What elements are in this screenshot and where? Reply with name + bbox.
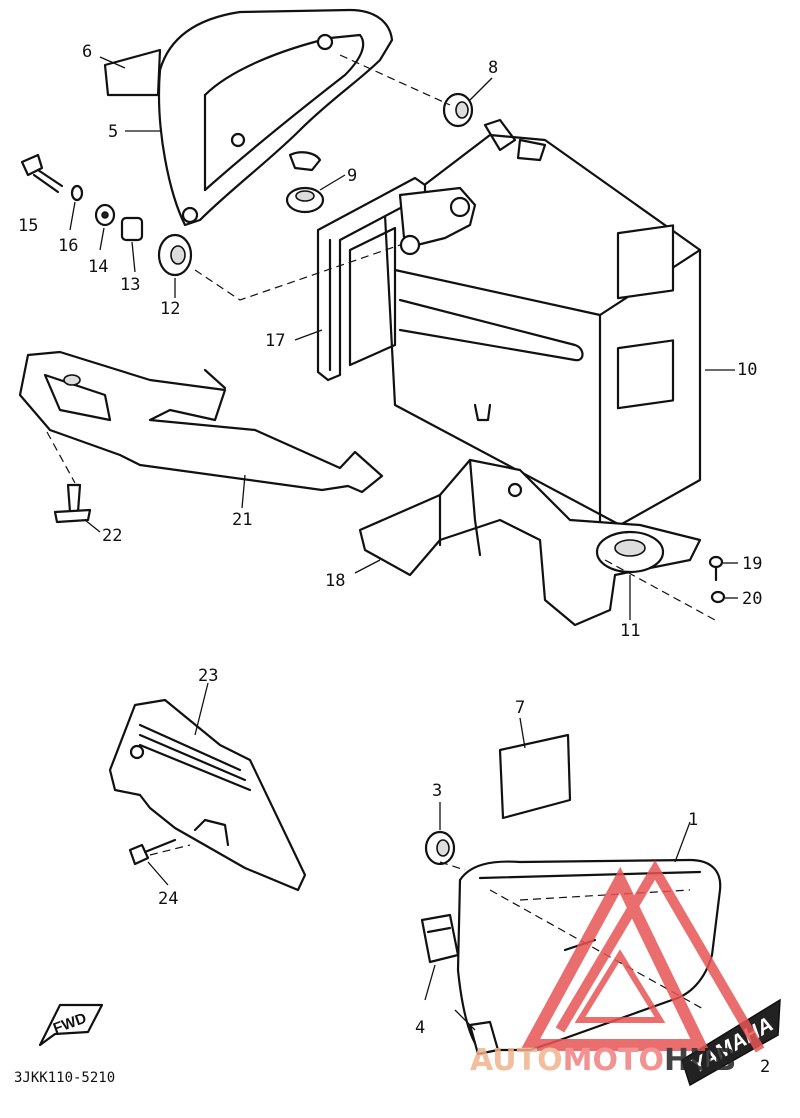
callout-18: 18 <box>325 571 345 591</box>
bolt-part-22 <box>53 483 92 524</box>
callout-17: 17 <box>265 331 285 351</box>
battery-box-part <box>383 118 702 527</box>
callout-11: 11 <box>620 621 640 641</box>
callout-14: 14 <box>88 257 108 277</box>
watermark-auto: AUTO <box>470 1043 563 1078</box>
grommet-part-12 <box>157 233 193 277</box>
grommet-part-11 <box>595 530 665 574</box>
callout-20: 20 <box>742 589 762 609</box>
label-part-7 <box>498 733 572 820</box>
grommet-part-8 <box>442 92 474 128</box>
callout-16: 16 <box>58 236 78 256</box>
callout-labels: 1 2 3 4 5 6 7 8 9 10 11 12 13 14 15 16 1… <box>18 42 770 1077</box>
battery-cover-part <box>157 8 394 227</box>
screw-part-19 <box>708 555 724 582</box>
callout-6: 6 <box>82 42 92 62</box>
nut-part-20 <box>710 590 726 604</box>
callout-15: 15 <box>18 216 38 236</box>
guard-part-23 <box>108 698 307 892</box>
callout-19: 19 <box>742 554 762 574</box>
bracket-part-17 <box>316 176 477 382</box>
callout-21: 21 <box>232 510 252 530</box>
collar-part-13 <box>120 216 144 242</box>
callout-22: 22 <box>102 526 122 546</box>
callout-10: 10 <box>737 360 757 380</box>
callout-7: 7 <box>515 698 525 718</box>
watermark-logo: AUTOMOTOHUB <box>470 860 765 1078</box>
bolt-part-15 <box>20 153 64 194</box>
callout-4: 4 <box>415 1018 425 1038</box>
leader-lines <box>69 56 738 1031</box>
bracket-part-18 <box>358 458 702 627</box>
grommet-part-3 <box>424 830 456 866</box>
grommet-part-4 <box>420 913 500 1056</box>
callout-23: 23 <box>198 666 218 686</box>
callout-12: 12 <box>160 299 180 319</box>
fwd-arrow-icon: FWD <box>38 1003 104 1047</box>
plate-part-21 <box>18 350 384 494</box>
callout-5: 5 <box>108 122 118 142</box>
callout-13: 13 <box>120 275 140 295</box>
callout-1: 1 <box>688 810 698 830</box>
callout-2: 2 <box>760 1057 770 1077</box>
assembly-lines <box>46 54 716 871</box>
watermark-moto: MOTO <box>563 1043 664 1078</box>
diagram-code: 3JKK110-5210 <box>14 1070 115 1086</box>
callout-24: 24 <box>158 889 178 909</box>
callout-3: 3 <box>432 781 442 801</box>
watermark-hub: HUB <box>664 1043 736 1078</box>
washer-part-14 <box>94 203 116 227</box>
bolt-part-24 <box>128 838 177 866</box>
label-part-6 <box>103 48 162 97</box>
washer-part-16 <box>70 184 84 202</box>
grommet-part-9 <box>285 186 325 214</box>
svg-text:AUTOMOTOHUB: AUTOMOTOHUB <box>470 1043 736 1078</box>
callout-8: 8 <box>488 58 498 78</box>
callout-9: 9 <box>347 166 357 186</box>
